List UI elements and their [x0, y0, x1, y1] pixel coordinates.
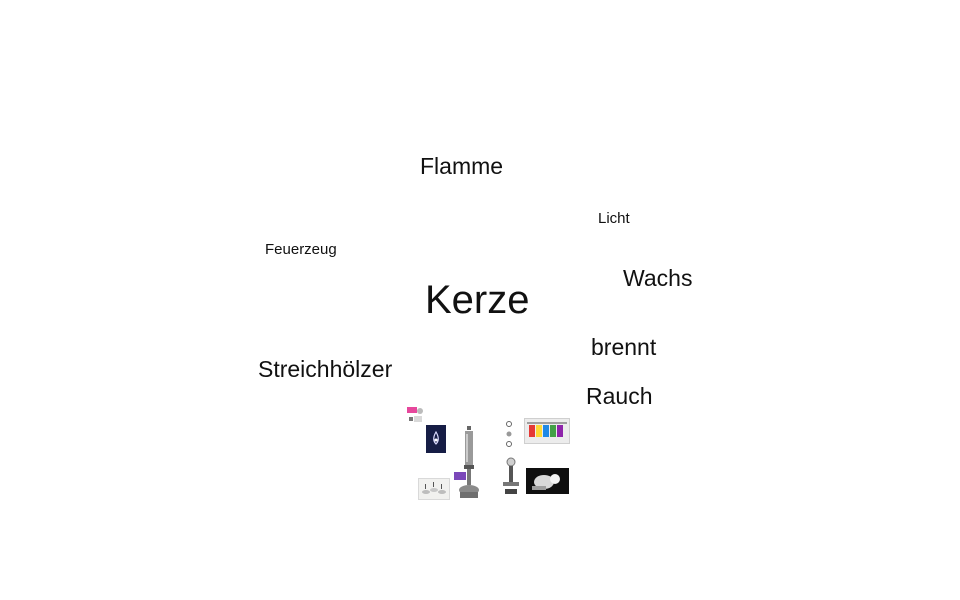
word-wachs[interactable]: Wachs	[623, 265, 693, 291]
thumbnail-microscope[interactable]	[500, 456, 522, 496]
thumbnail-color-chart[interactable]	[524, 418, 570, 444]
word-flamme[interactable]: Flamme	[420, 153, 504, 179]
word-licht[interactable]: Licht	[598, 210, 630, 227]
thumbnail-pink-objects[interactable]	[404, 404, 426, 426]
thumbnail-candle-lamp[interactable]	[457, 422, 481, 500]
thumbnail-dark-photo[interactable]	[526, 468, 569, 494]
word-brennt[interactable]: brennt	[591, 334, 657, 360]
word-streichhoelzer[interactable]: Streichhölzer	[258, 356, 393, 382]
center-word-kerze[interactable]: Kerze	[425, 278, 530, 322]
word-rauch[interactable]: Rauch	[586, 383, 653, 409]
thumbnail-flame-on-blue[interactable]	[426, 425, 446, 453]
thumbnail-circle-icons[interactable]	[504, 420, 514, 450]
thumbnail-tealights[interactable]	[418, 478, 450, 500]
image-thumbnail-cluster	[400, 400, 575, 505]
word-feuerzeug[interactable]: Feuerzeug	[265, 241, 337, 258]
thumbnail-purple-label[interactable]	[454, 472, 466, 480]
